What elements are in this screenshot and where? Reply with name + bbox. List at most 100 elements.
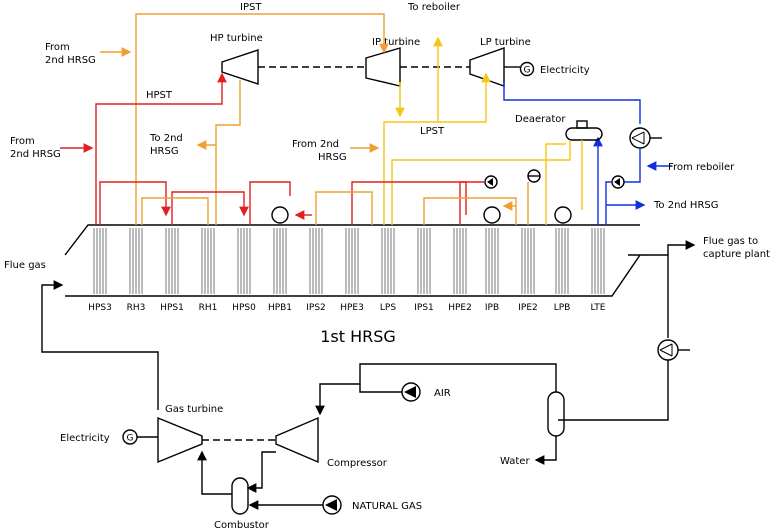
ip-turbine: IP turbine xyxy=(365,37,420,87)
section-hps1 xyxy=(165,228,179,294)
section-hpb1 xyxy=(273,228,287,294)
ip-pump xyxy=(527,169,541,183)
combustor: Combustor xyxy=(214,477,270,531)
lp-turbine-label: LP turbine xyxy=(480,37,531,48)
lp-turbine: LP turbine xyxy=(469,37,531,87)
lpst-label: LPST xyxy=(420,126,445,137)
natural-gas-label: NATURAL GAS xyxy=(352,501,422,512)
gas-turbine: Gas turbine xyxy=(157,404,223,464)
pump-to-lte-line xyxy=(605,181,612,225)
to-reboiler-label: To reboiler xyxy=(407,2,461,13)
label-rh3: RH3 xyxy=(127,303,146,313)
combustor-to-gt-line xyxy=(197,450,232,495)
from-2nd-hrsg-a-line2: 2nd HRSG xyxy=(45,55,96,66)
label-hpe3: HPE3 xyxy=(340,303,364,313)
to-2nd-hrsg-a-line2: HRSG xyxy=(150,146,179,157)
from-reboiler-label: From reboiler xyxy=(668,162,735,173)
section-ips1 xyxy=(417,228,431,294)
hp-pump xyxy=(484,175,498,189)
label-hps0: HPS0 xyxy=(232,303,256,313)
from-2nd-hrsg-c-line1: From 2nd xyxy=(292,139,339,150)
section-lte xyxy=(591,228,605,294)
section-lps xyxy=(381,228,395,294)
section-ips2 xyxy=(309,228,323,294)
deaerator-label: Deaerator xyxy=(515,114,566,125)
deaerator-feeds xyxy=(391,140,583,225)
label-hps3: HPS3 xyxy=(88,303,112,313)
ipst-line: IPST From 2nd HRSG xyxy=(45,2,389,225)
section-ipb xyxy=(485,228,499,294)
condenser-loop: From reboiler xyxy=(503,82,735,183)
water-loop xyxy=(558,255,690,421)
ip-drum xyxy=(483,206,501,224)
hrsg-title: 1st HRSG xyxy=(320,327,396,346)
water-heat-exchanger xyxy=(315,363,565,465)
label-rh1: RH1 xyxy=(199,303,218,313)
hpst-line: HPST From 2nd HRSG xyxy=(10,72,227,225)
to-2nd-hrsg-a-line1: To 2nd xyxy=(149,133,183,144)
label-ipb: IPB xyxy=(485,303,499,313)
from-2nd-hrsg-b-line1: From xyxy=(10,136,35,147)
label-hpe2: HPE2 xyxy=(448,303,472,313)
hp-exhaust-line: To 2nd HRSG xyxy=(149,80,241,225)
label-ipe2: IPE2 xyxy=(518,303,538,313)
gt-exhaust-line xyxy=(41,280,159,410)
gas-turbine-label: Gas turbine xyxy=(165,404,223,415)
hpst-label: HPST xyxy=(146,90,173,101)
heat-exchanger-sections xyxy=(93,228,605,294)
section-ipe2 xyxy=(521,228,535,294)
water-pump xyxy=(611,175,625,189)
section-hpe2 xyxy=(453,228,467,294)
electricity-bottom-label: Electricity xyxy=(60,433,110,444)
gt-generator: G xyxy=(122,429,158,445)
air-inlet: AIR xyxy=(359,382,451,402)
section-labels: HPS3 RH3 HPS1 RH1 HPS0 HPB1 IPS2 HPE3 LP… xyxy=(88,303,606,313)
water-label: Water xyxy=(500,456,530,467)
hp-turbine-label: HP turbine xyxy=(210,33,263,44)
section-hpe3 xyxy=(345,228,359,294)
natural-gas-inlet: NATURAL GAS xyxy=(248,495,422,515)
section-lpb xyxy=(555,228,569,294)
steam-generator: G xyxy=(519,61,535,77)
from-2nd-hrsg-c-line: From 2nd HRSG xyxy=(292,139,380,163)
label-ips1: IPS1 xyxy=(414,303,434,313)
hp-turbine: HP turbine xyxy=(210,33,263,85)
compressor-label: Compressor xyxy=(327,458,388,469)
generator-symbol: G xyxy=(524,66,531,76)
ipst-label: IPST xyxy=(240,2,262,13)
to-2nd-hrsg-b-label: To 2nd HRSG xyxy=(653,200,719,211)
label-hpb1: HPB1 xyxy=(268,303,292,313)
label-lpb: LPB xyxy=(554,303,571,313)
lpst-line: LPST xyxy=(383,72,491,225)
ip-turbine-label: IP turbine xyxy=(372,37,420,48)
flue-gas-in-label: Flue gas xyxy=(4,260,46,271)
deaerator: Deaerator xyxy=(515,114,603,141)
flue-gas-out-line1: Flue gas to xyxy=(703,236,758,247)
hp-circuit xyxy=(99,181,484,225)
compressor: Compressor xyxy=(275,416,388,469)
from-2nd-hrsg-c-line2: HRSG xyxy=(318,152,347,163)
from-2nd-hrsg-a-line1: From xyxy=(45,42,70,53)
hrsg-casing xyxy=(64,224,641,297)
label-lps: LPS xyxy=(380,303,396,313)
section-rh3 xyxy=(129,228,143,294)
label-ips2: IPS2 xyxy=(306,303,326,313)
hp-drum xyxy=(271,206,289,224)
flue-gas-out-line2: capture plant xyxy=(703,249,770,260)
label-hps1: HPS1 xyxy=(160,303,184,313)
flue-gas-out-line xyxy=(628,240,696,256)
to-reboiler-line: To reboiler xyxy=(407,2,461,122)
label-lte: LTE xyxy=(591,303,606,313)
section-hps3 xyxy=(93,228,107,294)
section-hps0 xyxy=(237,228,251,294)
lp-drum xyxy=(554,206,572,224)
gt-generator-symbol: G xyxy=(127,434,134,444)
from-2nd-hrsg-b-line2: 2nd HRSG xyxy=(10,149,61,160)
section-rh1 xyxy=(201,228,215,294)
combustor-label: Combustor xyxy=(214,520,270,531)
air-label: AIR xyxy=(434,388,451,399)
compressor-to-combustor-line xyxy=(246,451,276,493)
electricity-top-label: Electricity xyxy=(540,65,590,76)
ip-circuit xyxy=(141,182,529,225)
